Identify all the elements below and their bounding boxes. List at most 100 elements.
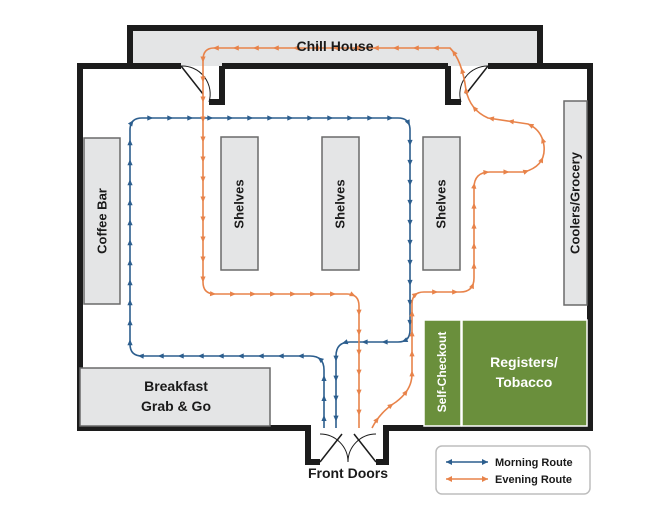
evening-route-arrow — [330, 291, 337, 297]
evening-route-arrow — [352, 45, 359, 51]
morning-route-arrow — [321, 395, 327, 401]
morning-route-arrow — [127, 339, 133, 346]
morning-route-arrow — [297, 353, 304, 359]
evening-route-arrow — [372, 45, 379, 51]
morning-route-arrow — [127, 299, 133, 306]
morning-route-arrow — [207, 115, 214, 121]
morning-route-arrow — [407, 259, 413, 266]
evening-route-arrow — [541, 137, 547, 144]
evening-route-arrow — [471, 202, 477, 209]
morning-route-arrow — [267, 115, 274, 121]
evening-route-arrow — [200, 56, 206, 63]
legend-box — [435, 445, 591, 495]
evening-route-arrow — [460, 67, 466, 75]
evening-route-arrow — [290, 291, 297, 297]
shelves-1-label: Shelves — [231, 179, 246, 228]
evening-route-arrow — [232, 45, 239, 51]
evening-route-arrow — [387, 403, 394, 410]
evening-route-arrow — [356, 349, 362, 356]
morning-route-arrow — [407, 159, 413, 166]
morning-route-arrow — [321, 415, 327, 421]
morning-route-arrow — [167, 115, 174, 121]
coffee-bar-area — [83, 137, 121, 305]
morning-route-arrow — [407, 199, 413, 206]
evening-route-arrow — [412, 45, 419, 51]
evening-route-arrow — [471, 222, 477, 229]
evening-route-arrow — [409, 310, 415, 317]
morning-route-arrow — [307, 115, 314, 121]
morning-route-arrow — [237, 353, 244, 359]
evening-route-arrow — [356, 369, 362, 376]
evening-route-arrow — [409, 350, 415, 357]
chill-house-label: Chill House — [296, 38, 373, 54]
evening-route-arrow — [411, 292, 419, 299]
legend-morning-arrow-right — [482, 459, 488, 465]
evening-route-arrow — [472, 105, 479, 113]
evening-route-arrow — [487, 116, 495, 122]
evening-route-arrow — [200, 236, 206, 243]
evening-route-arrow — [200, 196, 206, 203]
morning-route-arrow — [127, 159, 133, 166]
evening-route-arrow — [452, 289, 459, 295]
breakfast-area — [79, 367, 271, 427]
evening-route-arrow — [310, 291, 317, 297]
evening-route-arrow — [200, 96, 206, 103]
morning-route-arrow — [187, 115, 194, 121]
morning-route-arrow — [407, 279, 413, 286]
morning-route-arrow — [227, 115, 234, 121]
shelves-3-area — [422, 136, 461, 271]
chill-house-area — [130, 28, 540, 66]
morning-route-arrow — [367, 115, 374, 121]
legend-morning-label: Morning Route — [495, 457, 573, 469]
chill-house-doors — [180, 65, 489, 103]
morning-route-arrow — [277, 353, 284, 359]
evening-route-arrow — [356, 329, 362, 336]
self-checkout-label: Self-Checkout — [435, 332, 449, 413]
morning-route-arrow — [327, 115, 334, 121]
morning-route-arrow — [127, 139, 133, 146]
evening-route-arrow — [200, 276, 206, 283]
morning-route-arrow — [287, 115, 294, 121]
evening-route-arrow — [230, 291, 237, 297]
registers-label-line2: Tobacco — [496, 374, 553, 390]
evening-route-arrow — [209, 291, 217, 297]
morning-route-arrow — [247, 115, 254, 121]
evening-route-arrow — [200, 256, 206, 263]
morning-route-arrow — [127, 279, 133, 286]
morning-route-arrow — [137, 353, 144, 359]
morning-route-arrow — [341, 339, 349, 345]
legend-evening-arrow-right — [482, 476, 488, 482]
morning-route-arrow — [333, 395, 339, 402]
morning-route-arrow — [127, 199, 133, 206]
shelves-2-area — [321, 136, 360, 271]
evening-route-arrow — [522, 169, 530, 175]
breakfast-label-line2: Grab & Go — [141, 398, 211, 414]
morning-route-arrow — [127, 120, 134, 127]
morning-route-arrow — [407, 139, 413, 146]
evening-route-arrow — [527, 123, 535, 129]
front-doors-label: Front Doors — [308, 465, 388, 481]
legend-morning-arrow-left — [446, 459, 452, 465]
evening-route-arrow — [409, 370, 415, 377]
morning-route-arrow — [407, 219, 413, 226]
morning-route-arrow — [127, 259, 133, 266]
morning-route-arrow — [333, 375, 339, 382]
legend: Morning Route Evening Route — [435, 445, 591, 495]
coffee-bar-label: Coffee Bar — [94, 188, 109, 254]
evening-route-arrow — [200, 216, 206, 223]
evening-route-arrow — [312, 45, 319, 51]
evening-route-arrow — [212, 45, 219, 51]
evening-route-arrow — [432, 289, 439, 295]
morning-route-arrow — [401, 337, 409, 343]
coolers-label: Coolers/Grocery — [567, 151, 582, 254]
evening-route-arrow — [463, 87, 470, 94]
morning-route-arrow — [157, 353, 164, 359]
legend-evening-label: Evening Route — [495, 474, 572, 486]
front-door-swing — [319, 433, 377, 463]
breakfast-label-line1: Breakfast — [144, 378, 208, 394]
evening-route-arrow — [471, 242, 477, 249]
morning-route-arrow — [147, 115, 154, 121]
evening-route-arrow — [402, 389, 408, 397]
shelves-2-label: Shelves — [332, 179, 347, 228]
